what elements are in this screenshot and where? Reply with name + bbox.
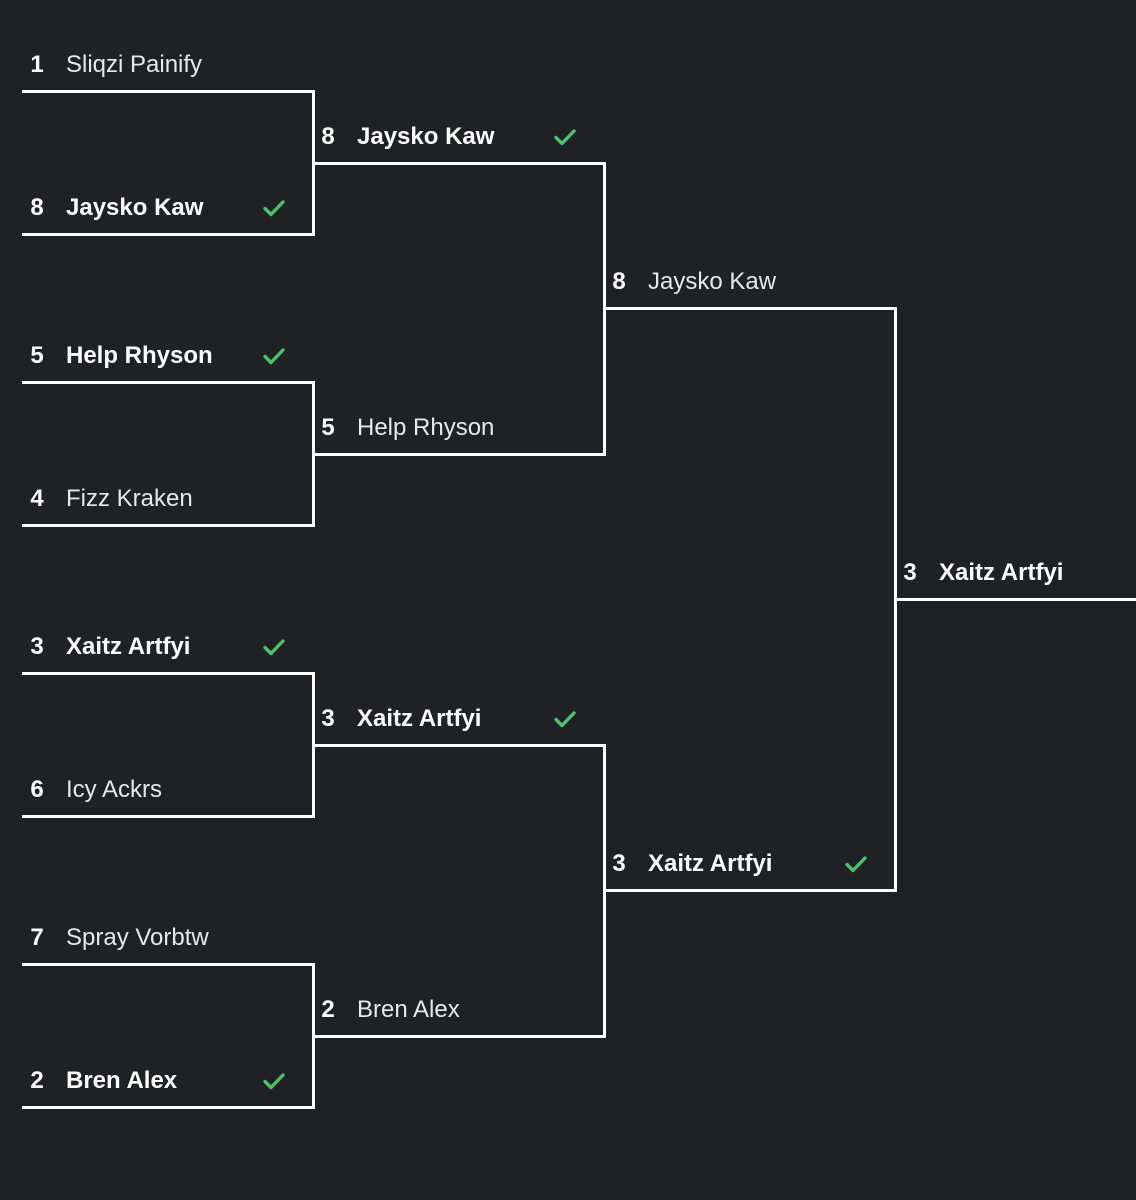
bracket-line xyxy=(604,307,895,310)
entrant-seed: 3 xyxy=(321,704,335,732)
entrant-name: Xaitz Artfyi xyxy=(357,704,482,732)
entrant-name: Icy Ackrs xyxy=(66,776,163,803)
bracket-line xyxy=(22,381,313,384)
bracket-line xyxy=(313,1034,604,1038)
bracket-entrant: 3 Xaitz Artfyi xyxy=(604,844,772,884)
entrant-name: Sliqzi Painify xyxy=(66,51,203,78)
entrant-seed: 8 xyxy=(30,194,44,221)
bracket-entrant: 2 Bren Alex xyxy=(313,990,460,1030)
bracket-entrant: 7 Spray Vorbtw xyxy=(22,918,209,958)
bracket-line xyxy=(895,598,1136,601)
entrant-seed: 3 xyxy=(612,850,626,877)
entrant-seed: 5 xyxy=(321,413,335,441)
checkmark-icon xyxy=(263,639,285,656)
bracket-line xyxy=(22,963,313,966)
entrant-name: Help Rhyson xyxy=(357,413,495,441)
entrant-seed: 7 xyxy=(30,924,44,951)
checkmark-icon xyxy=(554,128,576,145)
entrant-name: Fizz Kraken xyxy=(66,485,193,512)
bracket-entrant: 1 Sliqzi Painify xyxy=(22,45,202,85)
checkmark-icon xyxy=(263,1073,285,1090)
checkmark-icon xyxy=(263,348,285,365)
bracket-entrant: 8 Jaysko Kaw xyxy=(22,188,203,228)
checkmark-icon xyxy=(263,200,285,217)
entrant-name: Jaysko Kaw xyxy=(357,122,495,150)
checkmark-icon xyxy=(845,856,867,873)
entrant-name: Bren Alex xyxy=(66,1067,178,1094)
bracket-entrant: 6 Icy Ackrs xyxy=(22,770,162,810)
bracket-line xyxy=(22,1106,313,1109)
bracket-entrant: 5 Help Rhyson xyxy=(313,408,494,448)
bracket-entrant: 3 Xaitz Artfyi xyxy=(22,627,190,667)
bracket-entrant: 2 Bren Alex xyxy=(22,1061,177,1101)
entrant-seed: 3 xyxy=(903,559,917,586)
bracket-line xyxy=(22,233,313,236)
bracket-line xyxy=(313,743,604,747)
entrant-seed: 3 xyxy=(30,633,44,660)
entrant-seed: 1 xyxy=(30,51,44,78)
entrant-seed: 2 xyxy=(30,1067,44,1094)
entrant-name: Spray Vorbtw xyxy=(66,924,209,951)
bracket-line xyxy=(22,90,313,93)
entrant-seed: 8 xyxy=(612,268,626,295)
entrant-name: Xaitz Artfyi xyxy=(648,850,773,877)
bracket-line xyxy=(22,672,313,675)
entrant-seed: 2 xyxy=(321,995,335,1023)
entrant-name: Xaitz Artfyi xyxy=(66,633,191,660)
entrant-name: Xaitz Artfyi xyxy=(939,559,1064,586)
entrant-seed: 5 xyxy=(30,342,44,369)
bracket-entrant: 3 Xaitz Artfyi xyxy=(313,699,481,739)
bracket-line xyxy=(313,452,604,456)
bracket-entrant: 8 Jaysko Kaw xyxy=(604,262,776,302)
entrant-seed: 8 xyxy=(321,122,335,150)
bracket-line xyxy=(604,889,895,892)
bracket-line xyxy=(22,815,313,818)
bracket-entrant: 3 Xaitz Artfyi xyxy=(895,553,1063,593)
entrant-name: Bren Alex xyxy=(357,995,460,1023)
entrant-seed: 4 xyxy=(30,485,44,512)
entrant-name: Help Rhyson xyxy=(66,342,213,369)
entrant-name: Jaysko Kaw xyxy=(66,194,204,221)
bracket-entrant: 8 Jaysko Kaw xyxy=(313,117,494,157)
entrant-seed: 6 xyxy=(30,776,44,803)
entrant-name: Jaysko Kaw xyxy=(648,268,777,295)
bracket-entrant: 4 Fizz Kraken xyxy=(22,479,193,519)
bracket-line xyxy=(22,524,313,527)
bracket-line xyxy=(313,161,604,165)
checkmark-icon xyxy=(554,710,576,727)
bracket-entrant: 5 Help Rhyson xyxy=(22,336,213,376)
